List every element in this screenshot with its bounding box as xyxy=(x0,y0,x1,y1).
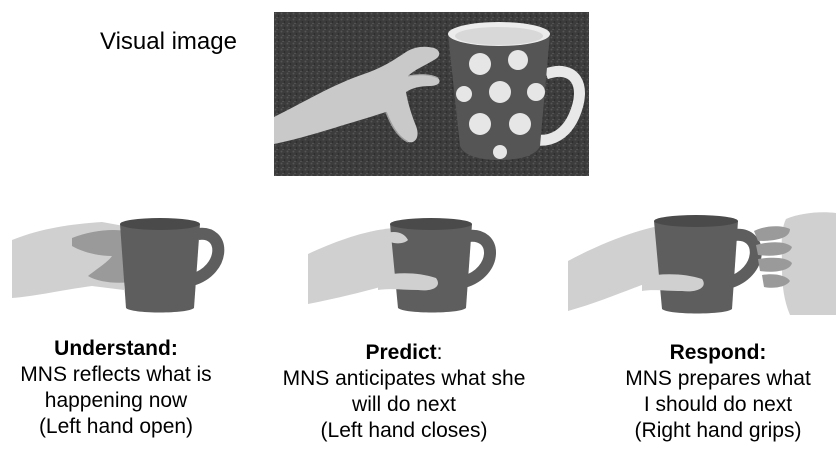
understand-line-2: happening now xyxy=(44,389,188,412)
predict-title-colon: : xyxy=(436,341,443,364)
respond-line-2: I should do next xyxy=(643,393,793,416)
predict-title: Predict xyxy=(365,341,437,364)
left-hand-closed xyxy=(642,274,704,292)
mug-rim xyxy=(654,215,738,227)
understand-illustration xyxy=(12,210,227,325)
photo-hand xyxy=(274,46,440,144)
mug-handle xyxy=(461,229,496,288)
photo-svg xyxy=(274,12,589,176)
mug-handle xyxy=(189,227,225,286)
predict-illustration xyxy=(308,210,498,325)
respond-illustration xyxy=(568,205,836,325)
mug-handle xyxy=(725,228,762,289)
understand-line-1: MNS reflects what is xyxy=(20,363,212,386)
photo-mug xyxy=(448,22,585,160)
right-arm xyxy=(781,212,836,315)
visual-image-photo xyxy=(274,12,589,176)
left-arm xyxy=(568,227,664,311)
mug-rim xyxy=(390,218,472,230)
respond-svg xyxy=(568,212,836,315)
predict-caption: Predict: MNS anticipates what she will d… xyxy=(262,340,546,444)
predict-line-3: (Left hand closes) xyxy=(320,419,488,442)
left-hand-closed xyxy=(378,232,438,291)
mug-body xyxy=(654,221,738,314)
visual-image-label: Visual image xyxy=(100,28,237,55)
right-hand-fingers xyxy=(754,226,792,288)
understand-line-3: (Left hand open) xyxy=(38,415,194,438)
predict-svg xyxy=(308,218,496,313)
predict-line-2: will do next xyxy=(352,393,456,416)
respond-caption: Respond: MNS prepares what I should do n… xyxy=(598,340,837,444)
respond-line-1: MNS prepares what xyxy=(625,367,811,390)
understand-caption: Understand: MNS reflects what is happeni… xyxy=(0,336,232,440)
respond-title: Respond: xyxy=(669,341,767,364)
left-hand-open xyxy=(72,230,130,283)
mug-body xyxy=(120,224,200,313)
mug-body xyxy=(390,224,472,313)
understand-title: Understand: xyxy=(54,337,178,360)
predict-title-line: Predict: xyxy=(262,340,546,366)
predict-line-1: MNS anticipates what she xyxy=(282,367,526,390)
mug-rim xyxy=(120,218,200,230)
understand-svg xyxy=(12,218,225,313)
respond-line-3: (Right hand grips) xyxy=(634,419,802,442)
